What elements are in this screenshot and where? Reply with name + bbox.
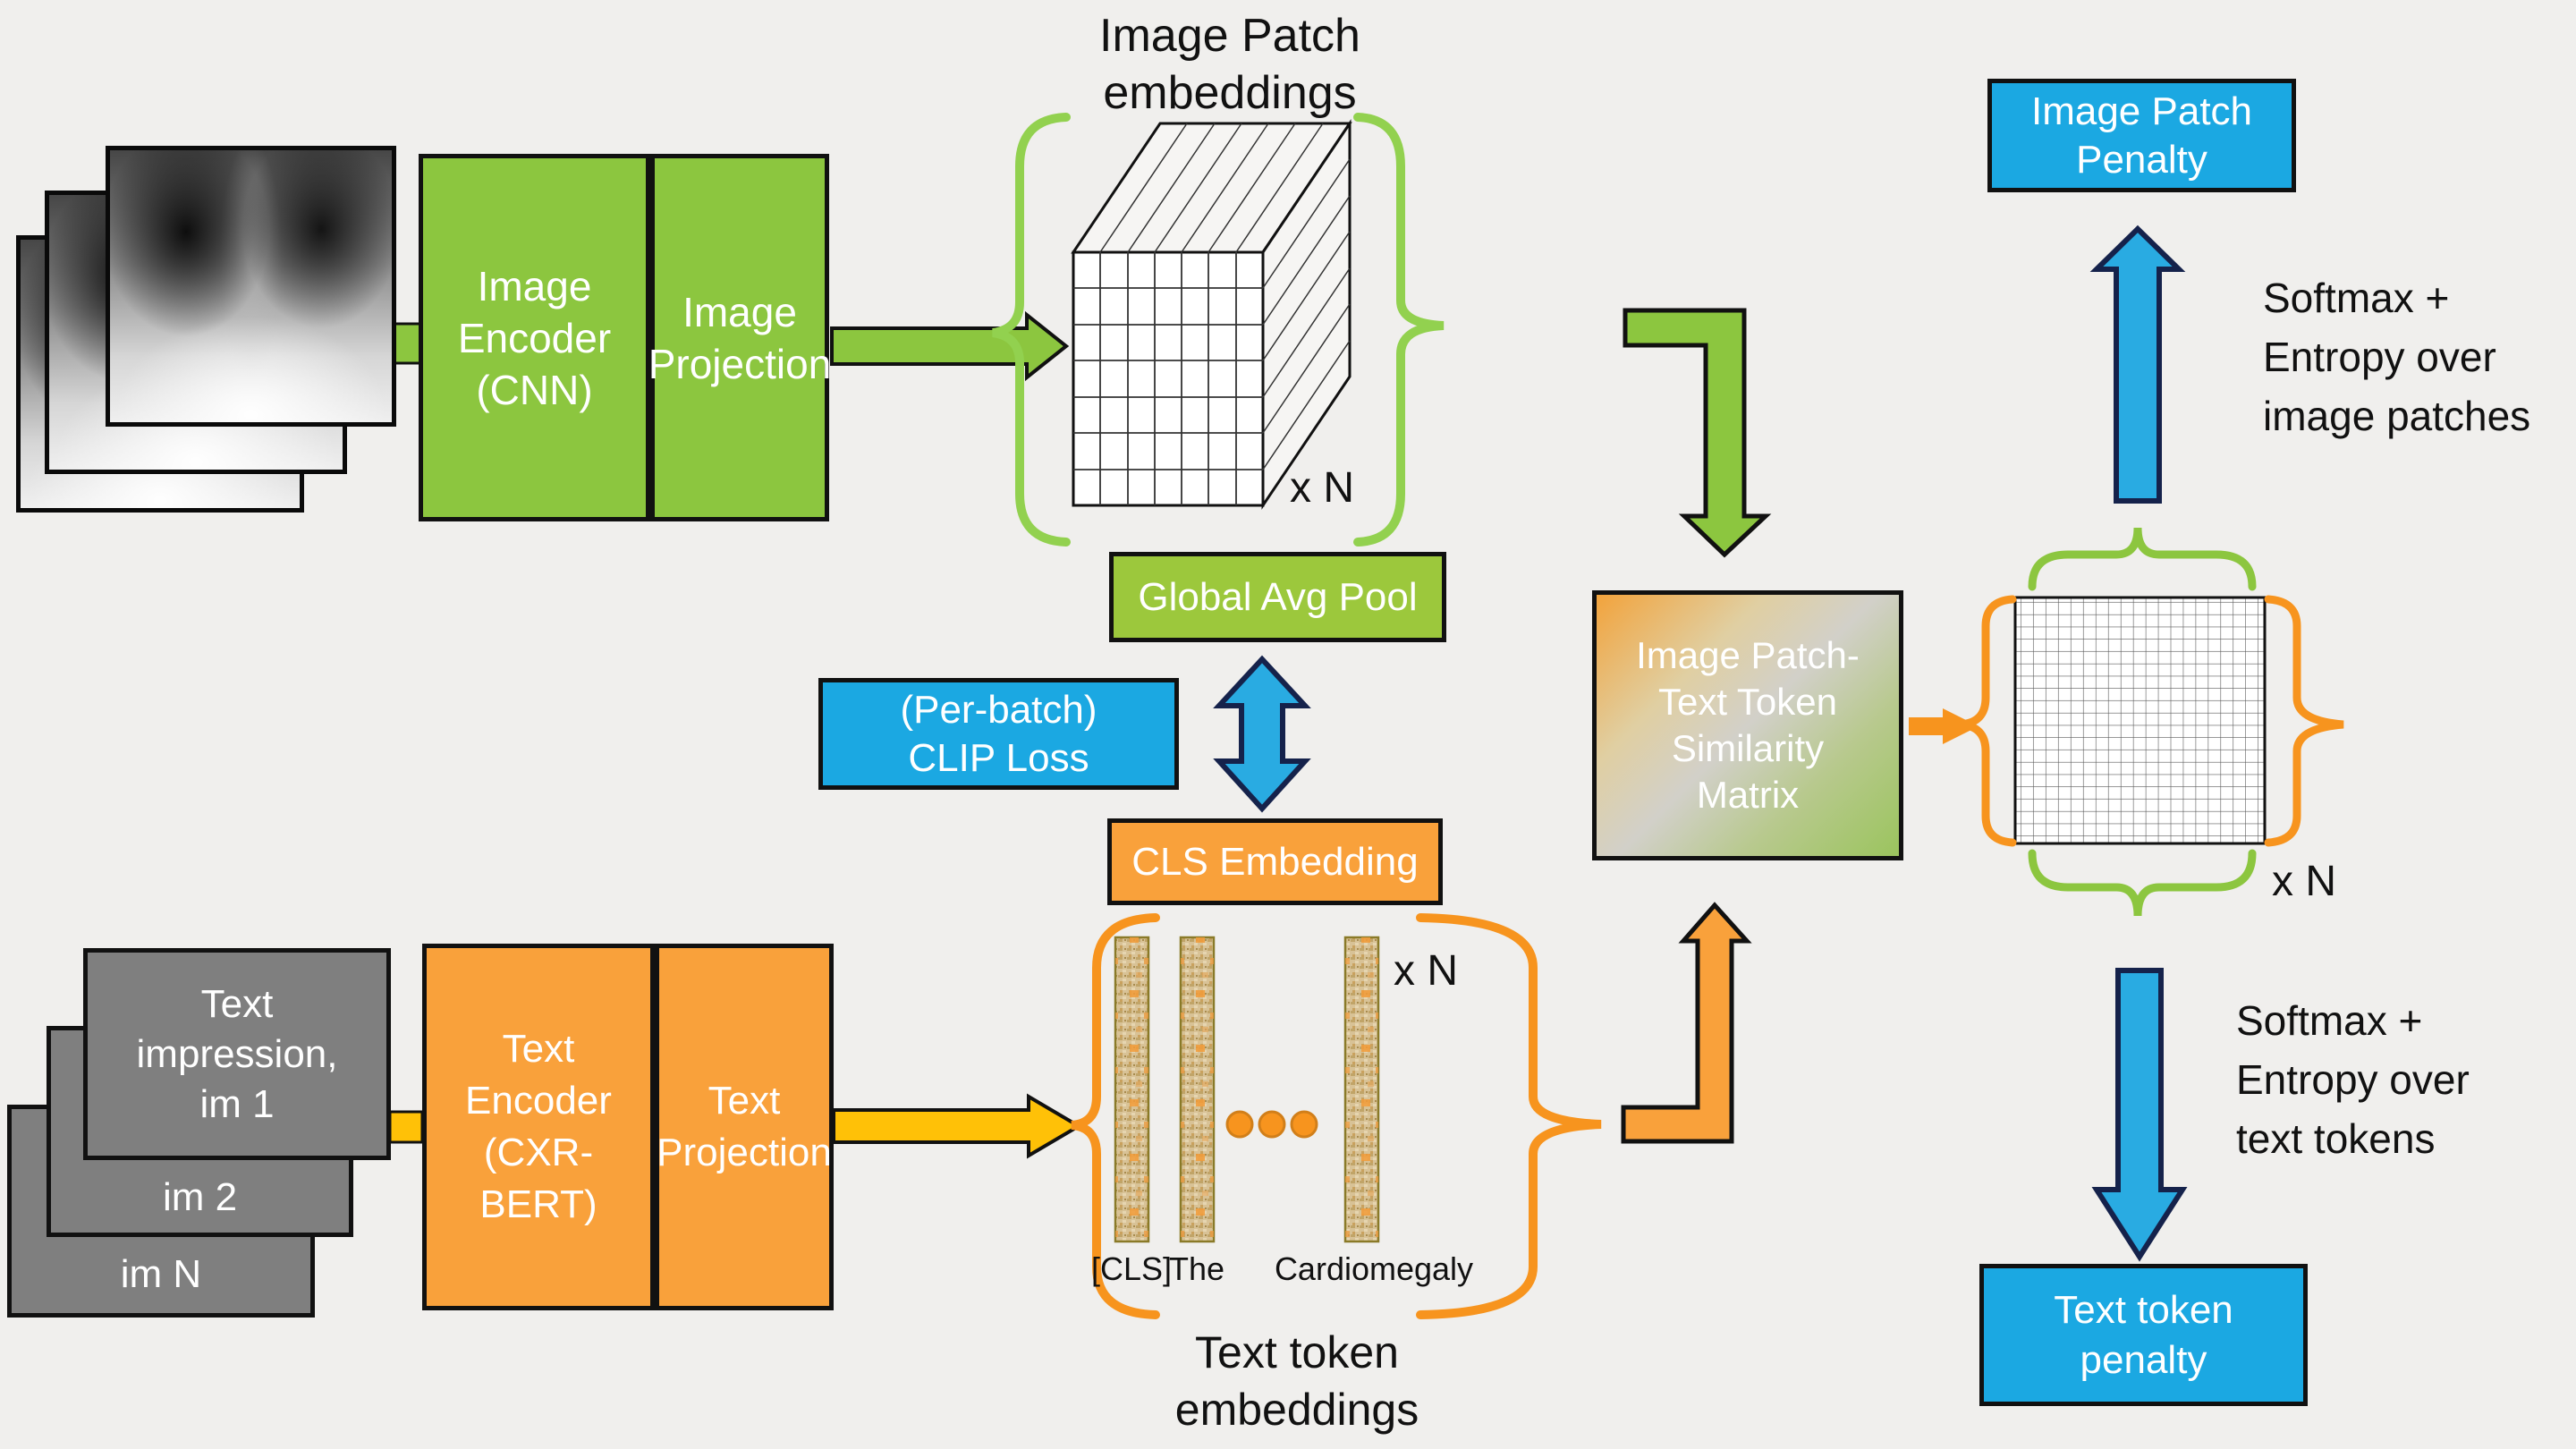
text-token-penalty-label: Text token penalty [2054, 1287, 2233, 1382]
text-projection-arrow [832, 1093, 1082, 1159]
grid-to-text-penalty-arrow [2091, 968, 2188, 1262]
cube-xn-label: x N [1290, 464, 1354, 512]
text-encoder-box: Text Encoder (CXR-BERT) [422, 944, 655, 1310]
token-label-cardiomegaly: Cardiomegaly [1274, 1250, 1474, 1287]
image-projection-label: Image Projection [648, 288, 832, 387]
image-patch-embeddings-cube [1071, 119, 1352, 510]
softmax-text-text: Softmax + Entropy over text tokens [2236, 997, 2470, 1162]
similarity-matrix-box: Image Patch- Text Token Similarity Matri… [1592, 590, 1903, 860]
text-encoder-label: Text Encoder (CXR-BERT) [465, 1027, 612, 1226]
grid-xn-label: x N [2272, 858, 2336, 905]
patch-token-grid [2013, 596, 2267, 845]
global-avg-pool-label: Global Avg Pool [1138, 574, 1418, 619]
grid-right-brace [2264, 595, 2344, 847]
similarity-to-grid-arrow [1909, 708, 1979, 744]
pool-cls-double-arrow [1213, 655, 1311, 813]
grid-left-brace [1960, 595, 2017, 847]
tokens-to-similarity-arrow [1621, 902, 1752, 1144]
cls-embedding-label: CLS Embedding [1131, 839, 1419, 884]
tokens-left-brace [1071, 913, 1160, 1319]
ellipsis-dot [1225, 1110, 1254, 1139]
image-patch-embeddings-title: Image Patch embeddings [1099, 10, 1360, 119]
grid-top-brace [2028, 527, 2257, 591]
image-encoder-box: Image Encoder (CNN) [419, 154, 650, 521]
text-token-penalty-box: Text token penalty [1979, 1264, 2308, 1406]
text-stack-connector [388, 1110, 424, 1144]
grid-bottom-brace [2028, 849, 2257, 917]
tokens-right-brace [1416, 913, 1602, 1319]
text-stack-front-label: Text impression, im 1 [136, 981, 338, 1126]
cube-to-similarity-arrow [1623, 308, 1772, 558]
cube-left-brace [992, 113, 1071, 547]
cube-right-brace [1353, 113, 1445, 547]
image-patch-penalty-label: Image Patch Penalty [2030, 89, 2253, 182]
text-stack-back-label: im N [120, 1252, 202, 1296]
text-projection-label: Text Projection [657, 1079, 832, 1174]
text-stack-middle-label: im 2 [162, 1175, 238, 1219]
token-label-the: The [1168, 1250, 1225, 1287]
token-label-cls: [CLS] [1090, 1250, 1173, 1287]
token-embedding-strips [1114, 936, 1380, 1243]
image-projection-box: Image Projection [648, 154, 832, 521]
image-encoder-label: Image Encoder (CNN) [457, 262, 612, 413]
ellipsis-dot [1258, 1110, 1286, 1139]
global-avg-pool-box: Global Avg Pool [1109, 552, 1446, 642]
tokens-xn-label: x N [1394, 947, 1458, 995]
text-projection-box: Text Projection [655, 944, 834, 1310]
xray-image-front [106, 146, 396, 427]
softmax-image-text: Softmax + Entropy over image patches [2263, 275, 2531, 439]
cls-embedding-box: CLS Embedding [1107, 818, 1443, 905]
text-stack-front: Text impression, im 1 [83, 948, 391, 1160]
clip-loss-box: (Per-batch) CLIP Loss [818, 678, 1179, 790]
text-token-embeddings-caption: Text token embeddings [1174, 1327, 1419, 1435]
grid-to-image-penalty-arrow [2089, 225, 2186, 504]
similarity-matrix-label: Image Patch- Text Token Similarity Matri… [1636, 634, 1860, 816]
image-projection-arrow [830, 310, 1070, 382]
image-patch-penalty-box: Image Patch Penalty [1987, 79, 2296, 192]
ellipsis-dot [1290, 1110, 1318, 1139]
clip-loss-label: (Per-batch) CLIP Loss [900, 687, 1097, 780]
